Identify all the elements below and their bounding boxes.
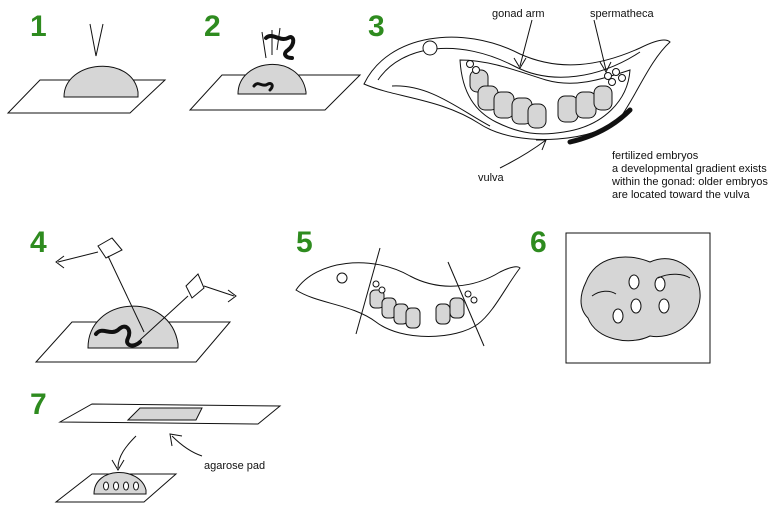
panel-3-worm-anatomy [364, 20, 670, 168]
agarose-pad-label: agarose pad [204, 460, 265, 473]
pharynx-bulb-5 [337, 273, 347, 283]
coverslip-7 [128, 408, 202, 420]
note-line-1: fertilized embryos [612, 150, 768, 163]
pull-arrow-4b [204, 286, 236, 302]
spermatheca-label: spermatheca [590, 8, 654, 21]
needle-1 [90, 24, 103, 56]
worm-2a [266, 36, 293, 58]
gonad-arm-label: gonad arm [492, 8, 545, 21]
step-number-2: 2 [204, 12, 221, 42]
vulva-label: vulva [478, 172, 504, 185]
released-blob-6 [581, 257, 700, 341]
embryo-gradient-note: fertilized embryos a developmental gradi… [612, 150, 768, 202]
panel-5-cut-worm [296, 248, 520, 346]
panel-4-dissection [36, 238, 236, 362]
arrow-pad-7 [170, 434, 202, 456]
arrow-vulva [500, 140, 546, 168]
step-number-7: 7 [30, 390, 47, 420]
step-number-5: 5 [296, 228, 313, 258]
panel-6-released-embryos [566, 233, 710, 363]
note-line-3: within the gonad: older embryos [612, 176, 768, 189]
pharynx-bulb-3 [423, 41, 437, 55]
drop-1 [64, 66, 138, 97]
step-number-4: 4 [30, 228, 47, 258]
step-number-3: 3 [368, 12, 385, 42]
arrow-down-7 [112, 436, 136, 470]
drop-4 [88, 306, 178, 348]
panel-7-mount-on-pad [56, 404, 280, 502]
step-number-1: 1 [30, 12, 47, 42]
step-number-6: 6 [530, 228, 547, 258]
pick-2 [262, 28, 280, 58]
pull-arrow-4a [56, 252, 98, 268]
note-line-2: a developmental gradient exists [612, 163, 768, 176]
note-line-4: are located toward the vulva [612, 189, 768, 202]
